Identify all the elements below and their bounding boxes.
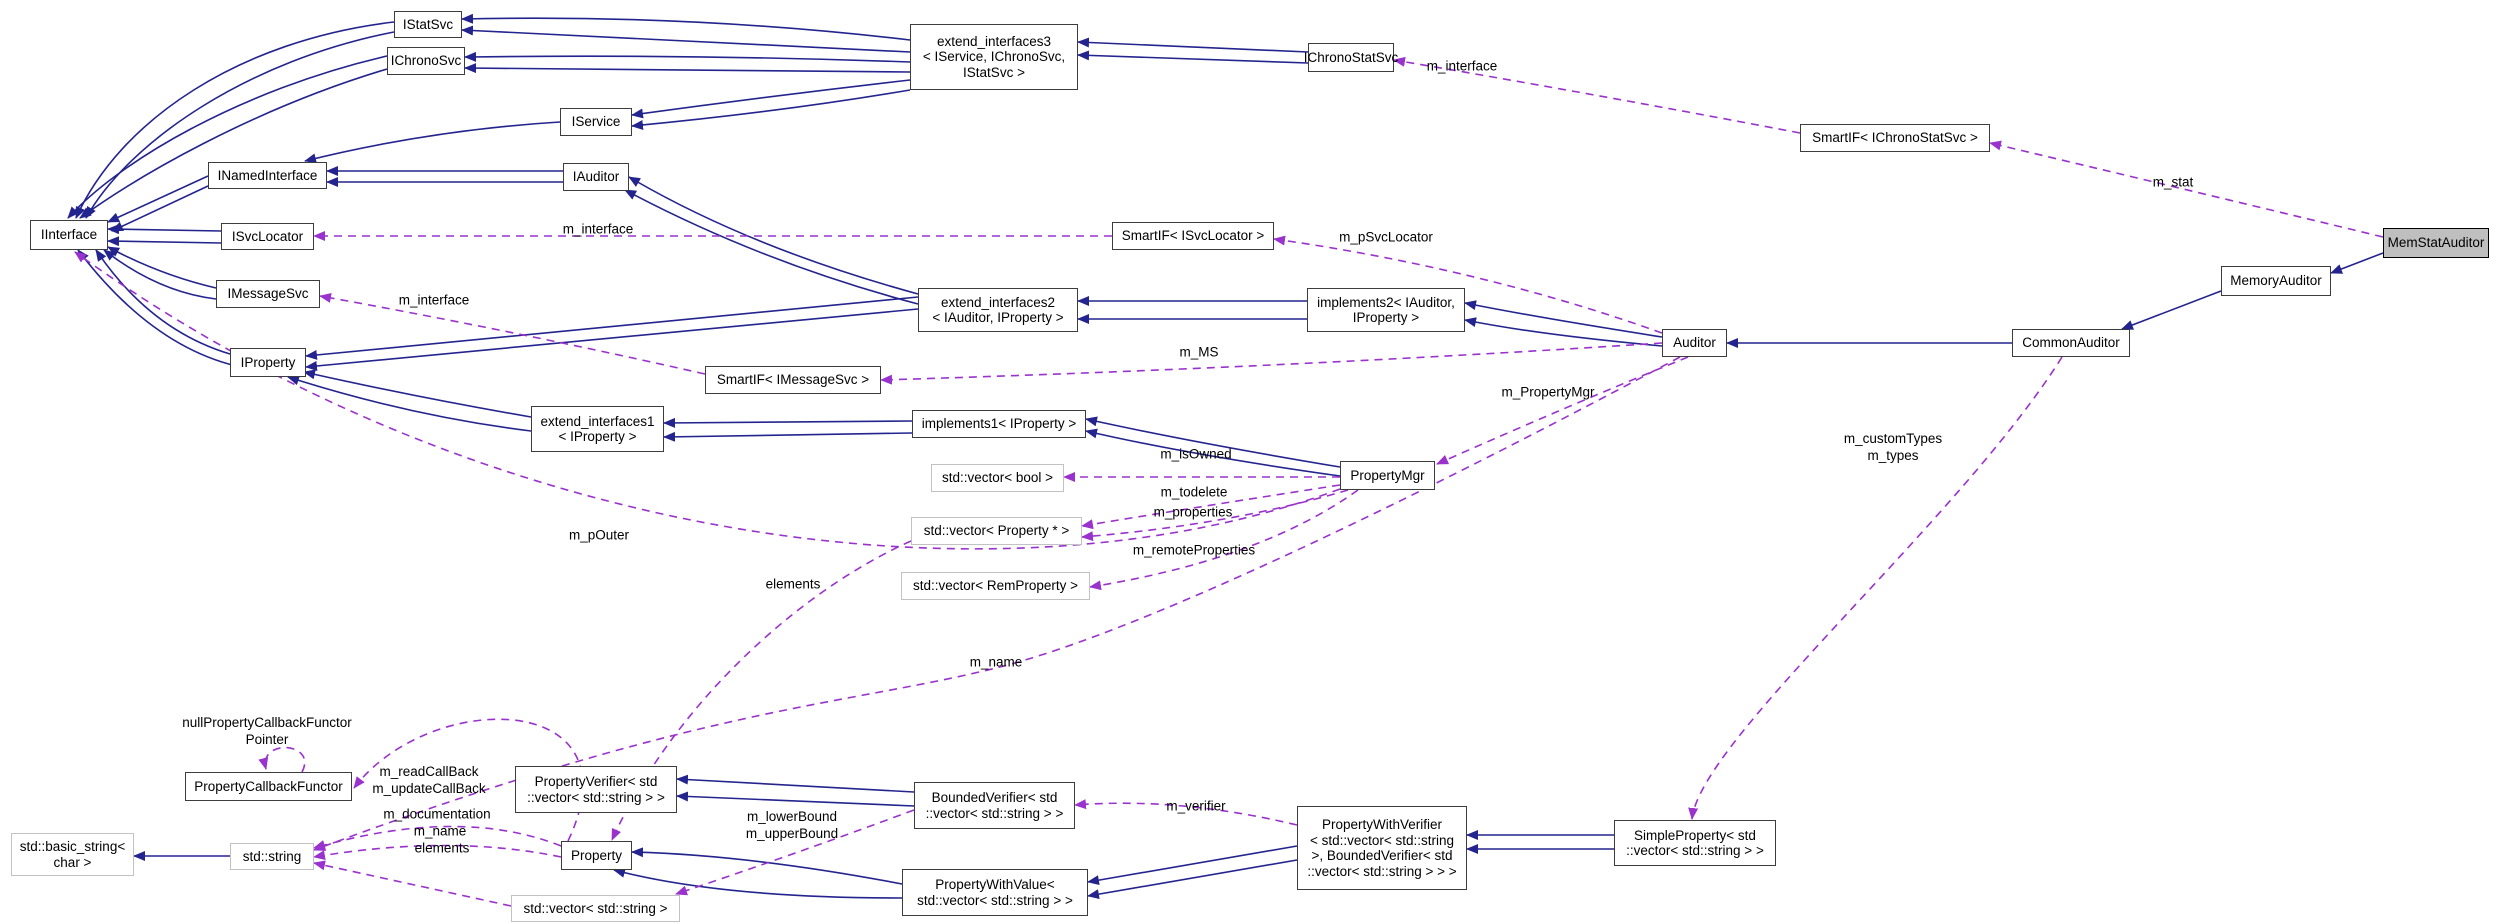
node-property-with-verifier[interactable]: PropertyWithVerifier < std::vector< std:…: [1297, 806, 1467, 890]
node-i-chrono-stat-svc[interactable]: IChronoStatSvc: [1304, 43, 1398, 72]
edge-bounded-verifier-to-property-verifier: [676, 774, 915, 793]
edge-implements1-to-extend-interfaces1: [663, 431, 913, 442]
edge-i-named-interface-to-i-interface: [111, 185, 209, 232]
edge-property-mgr-to-implements1: [1085, 416, 1341, 468]
node-memory-auditor[interactable]: MemoryAuditor: [2221, 266, 2331, 296]
node-i-chrono-svc[interactable]: IChronoSvc: [387, 47, 465, 75]
edge-property-callback-functor-to-property-callback-functor: [258, 746, 306, 773]
edge-vector-string-to-std-string: [313, 860, 512, 907]
node-extend-interfaces2[interactable]: extend_interfaces2 < IAuditor, IProperty…: [918, 288, 1078, 332]
node-i-svc-locator[interactable]: ISvcLocator: [221, 223, 314, 250]
node-i-message-svc[interactable]: IMessageSvc: [216, 280, 320, 308]
node-i-interface[interactable]: IInterface: [30, 220, 108, 250]
node-basic-string-char[interactable]: std::basic_string< char >: [11, 833, 134, 876]
node-i-property[interactable]: IProperty: [230, 348, 306, 377]
edge-i-message-svc-to-i-interface: [103, 249, 217, 300]
edge-property-to-std-string: [313, 825, 562, 850]
edge-extend-interfaces3-to-i-stat-svc: [461, 25, 911, 53]
edge-auditor-to-implements2: [1464, 300, 1663, 338]
node-i-stat-svc[interactable]: IStatSvc: [394, 11, 462, 38]
node-i-service[interactable]: IService: [560, 108, 632, 136]
edge-extend-interfaces1-to-i-property: [287, 375, 532, 432]
edge-vector-property-ptr-to-property: [611, 540, 912, 841]
edge-i-stat-svc-to-i-interface: [85, 31, 395, 219]
node-bounded-verifier[interactable]: BoundedVerifier< std ::vector< std::stri…: [914, 782, 1075, 829]
edge-bounded-verifier-to-property-verifier: [676, 791, 915, 807]
node-implements2[interactable]: implements2< IAuditor, IProperty >: [1307, 288, 1465, 332]
edge-i-svc-locator-to-i-interface: [107, 224, 222, 235]
edge-i-property-to-i-interface: [95, 249, 231, 355]
edge-property-with-verifier-to-property-with-value: [1087, 859, 1298, 900]
edge-property-mgr-to-vector-property-ptr: [1081, 489, 1349, 542]
node-auditor[interactable]: Auditor: [1662, 329, 1727, 357]
edge-common-auditor-to-simple-property: [1688, 356, 2063, 820]
edge-i-property-to-i-interface: [77, 249, 237, 367]
node-vector-property-ptr[interactable]: std::vector< Property * >: [911, 517, 1082, 545]
edge-i-named-interface-to-i-interface: [107, 175, 209, 223]
node-common-auditor[interactable]: CommonAuditor: [2012, 329, 2130, 357]
edge-property-with-value-to-property: [613, 867, 903, 899]
node-property-with-value[interactable]: PropertyWithValue< std::vector< std::str…: [902, 869, 1088, 916]
edge-i-chrono-stat-svc-to-extend-interfaces3: [1077, 37, 1309, 53]
edge-auditor-to-smartif-i-message-svc: [880, 342, 1663, 385]
edge-extend-interfaces3-to-i-chrono-svc: [464, 51, 911, 63]
edge-extend-interfaces2-to-i-auditor: [628, 176, 919, 295]
edge-implements1-to-extend-interfaces1: [663, 417, 913, 428]
edge-extend-interfaces2-to-i-auditor: [624, 189, 919, 305]
edge-property-mgr-to-implements1: [1085, 428, 1341, 477]
edge-i-chrono-svc-to-i-interface: [67, 55, 388, 219]
edge-i-service-to-i-named-interface: [304, 121, 561, 164]
edge-auditor-to-property-mgr: [1436, 356, 1689, 465]
edge-mem-stat-auditor-to-memory-auditor: [2330, 252, 2384, 274]
node-implements1[interactable]: implements1< IProperty >: [912, 410, 1086, 438]
edge-property-with-value-to-property: [631, 847, 903, 885]
node-vector-rem-property[interactable]: std::vector< RemProperty >: [901, 572, 1090, 600]
node-simple-property[interactable]: SimpleProperty< std ::vector< std::strin…: [1614, 820, 1776, 866]
edge-memory-auditor-to-common-auditor: [2121, 290, 2222, 330]
edge-i-svc-locator-to-i-interface: [107, 236, 222, 247]
edge-auditor-to-std-string: [313, 356, 1681, 851]
edge-property-with-verifier-to-bounded-verifier: [1074, 799, 1298, 826]
node-vector-bool[interactable]: std::vector< bool >: [931, 464, 1064, 492]
edge-bounded-verifier-to-vector-string: [675, 809, 915, 896]
node-smartif-i-chrono-stat-svc[interactable]: SmartIF< IChronoStatSvc >: [1800, 124, 1990, 152]
node-property-mgr[interactable]: PropertyMgr: [1340, 461, 1435, 490]
edge-property-to-std-string: [313, 844, 562, 861]
edge-i-chrono-stat-svc-to-extend-interfaces3: [1077, 50, 1309, 64]
node-i-auditor[interactable]: IAuditor: [563, 163, 629, 191]
edge-i-message-svc-to-i-interface: [107, 246, 217, 289]
edge-extend-interfaces1-to-i-property: [303, 369, 532, 418]
edge-extend-interfaces2-to-i-property: [305, 308, 919, 371]
edge-extend-interfaces2-to-i-property: [305, 296, 919, 360]
node-std-string[interactable]: std::string: [230, 843, 314, 870]
edge-mem-stat-auditor-to-smartif-i-chrono-stat-svc: [1989, 140, 2384, 238]
node-i-named-interface[interactable]: INamedInterface: [208, 162, 327, 189]
edge-extend-interfaces3-to-i-service: [631, 89, 911, 130]
edge-auditor-to-implements2: [1464, 317, 1663, 347]
node-extend-interfaces3[interactable]: extend_interfaces3 < IService, IChronoSv…: [910, 24, 1078, 90]
edge-property-mgr-to-vector-property-ptr: [1081, 484, 1341, 530]
edge-extend-interfaces3-to-i-service: [631, 79, 911, 119]
node-property-callback-functor[interactable]: PropertyCallbackFunctor: [185, 772, 352, 801]
node-extend-interfaces1[interactable]: extend_interfaces1 < IProperty >: [531, 406, 664, 452]
edge-extend-interfaces3-to-i-chrono-svc: [464, 63, 911, 74]
edge-smartif-i-chrono-stat-svc-to-i-chrono-stat-svc: [1393, 56, 1801, 134]
edge-property-mgr-to-vector-rem-property: [1089, 489, 1359, 591]
node-property[interactable]: Property: [561, 841, 632, 870]
node-property-verifier[interactable]: PropertyVerifier< std ::vector< std::str…: [515, 766, 677, 813]
edge-extend-interfaces3-to-i-stat-svc: [461, 13, 911, 41]
node-mem-stat-auditor[interactable]: MemStatAuditor: [2383, 228, 2489, 258]
node-vector-string[interactable]: std::vector< std::string >: [511, 895, 680, 922]
edge-auditor-to-smartif-i-svc-locator: [1273, 235, 1663, 334]
node-smartif-i-svc-locator[interactable]: SmartIF< ISvcLocator >: [1112, 222, 1274, 250]
edge-i-stat-svc-to-i-interface: [75, 21, 395, 219]
edge-i-chrono-svc-to-i-interface: [79, 68, 388, 219]
edge-smartif-i-message-svc-to-i-message-svc: [319, 293, 706, 375]
node-smartif-i-message-svc[interactable]: SmartIF< IMessageSvc >: [705, 366, 881, 394]
edge-property-with-verifier-to-property-with-value: [1087, 845, 1298, 886]
